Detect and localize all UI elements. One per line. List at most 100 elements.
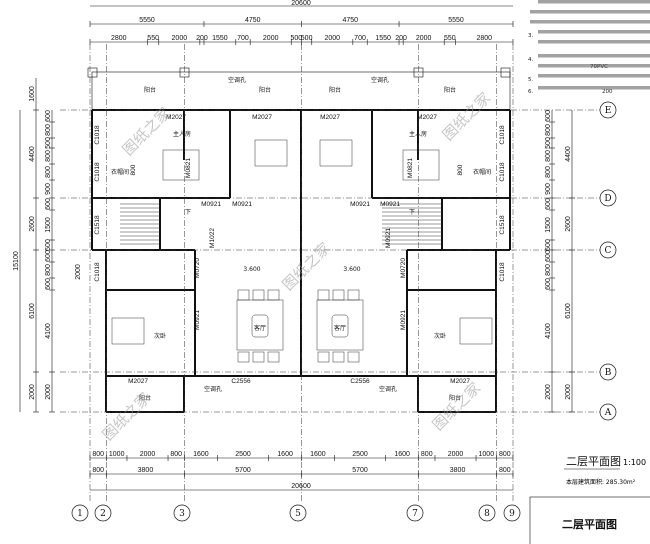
column: [87, 67, 98, 78]
opening-code: M0921: [385, 228, 392, 248]
opening-code: M2027: [252, 114, 272, 121]
opening-code: M2027: [166, 114, 186, 121]
dimension-value: 3800: [450, 467, 466, 474]
room-label-master-bedroom: 主人房: [173, 130, 191, 138]
dimension-value: 900: [545, 183, 552, 195]
dimension-value: 1550: [375, 35, 391, 42]
dimension-value: 4400: [29, 146, 36, 162]
dimension-value: 800: [45, 264, 52, 276]
title-box-label: 二层平面图: [562, 518, 617, 531]
armchair: [332, 289, 345, 301]
room-label-balcony: 阳台: [449, 394, 461, 402]
dimension-value: 800: [45, 166, 52, 178]
opening-code: C2556: [231, 378, 251, 385]
axis-label: 1: [77, 509, 83, 519]
axis-bubble: [599, 403, 617, 421]
dimension-value: 800: [545, 150, 552, 162]
axis-label: A: [604, 408, 612, 418]
axis-bubble: [173, 504, 191, 522]
dimension-value: 2500: [235, 451, 251, 458]
dimension-value: 800: [499, 467, 511, 474]
dimension-value: 1500: [45, 217, 52, 233]
opening-code: C1018: [499, 262, 506, 282]
note-text-line: [538, 54, 650, 58]
opening-code: M0821: [407, 158, 414, 178]
opening-code: M0921: [400, 310, 407, 330]
room-label-balcony: 阳台: [144, 86, 156, 94]
opening-code: M0921: [380, 201, 400, 208]
title-box: [529, 496, 650, 544]
dimension-value: 800: [170, 451, 182, 458]
plan-scale: 1:100: [623, 458, 646, 467]
dimension-value: 600: [45, 250, 52, 262]
dimension-value: 600: [545, 198, 552, 210]
dimension-value: 600: [45, 198, 52, 210]
armchair: [332, 351, 345, 363]
armchair: [347, 289, 360, 301]
dimension-value: 5550: [448, 17, 464, 24]
dimension-value: 800: [45, 124, 52, 136]
opening-code: M2027: [128, 378, 148, 385]
dimension-value: 6100: [29, 303, 36, 319]
axis-bubble: [406, 504, 424, 522]
dimension-value: 600: [545, 250, 552, 262]
note-text-line: [538, 40, 650, 44]
dimension-value: 550: [444, 35, 456, 42]
axis-label: 5: [295, 509, 301, 519]
dimension-value: 800: [421, 451, 433, 458]
watermark: 图纸之家: [279, 239, 334, 294]
dimension-value: 2000: [140, 451, 156, 458]
dimension-value: 4750: [342, 17, 358, 24]
note-text-lines: [530, 0, 650, 90]
dimension-value: 1600: [29, 86, 36, 102]
bed: [111, 317, 145, 345]
room-label-balcony: 阳台: [259, 86, 271, 94]
dimension-value: 2800: [111, 35, 127, 42]
dimension-value: 200: [395, 35, 407, 42]
axis-bubble: [599, 101, 617, 119]
dimension-value: 800: [545, 124, 552, 136]
floor-area: 本层建筑面积: 285.30m²: [566, 478, 636, 486]
note-item: 6.: [528, 89, 533, 95]
opening-code: C1018: [499, 125, 506, 145]
column: [500, 67, 511, 78]
room-label-balcony: 阳台: [444, 86, 456, 94]
room-label-second-bedroom: 次卧: [434, 332, 446, 340]
dimension-value: 6100: [565, 303, 572, 319]
dimension-value: 900: [45, 183, 52, 195]
dimension-value: 800: [499, 451, 511, 458]
dimension-value: 500: [291, 35, 303, 42]
opening-code: C1018: [94, 262, 101, 282]
walls: [87, 67, 511, 413]
dimension-value: 2600: [565, 216, 572, 232]
dimension-value: 1600: [394, 451, 410, 458]
axis-bubble: [599, 241, 617, 259]
axis-bubble: [289, 504, 307, 522]
axis-bubble: [94, 504, 112, 522]
note-text-line: [538, 86, 650, 90]
axis-bubble: [478, 504, 496, 522]
opening-code: 800: [457, 164, 464, 175]
opening-code: M0720: [400, 258, 407, 278]
watermark: 图纸之家: [439, 89, 494, 144]
opening-code: M2027: [417, 114, 437, 121]
ac-hole-label: 空调孔: [379, 385, 397, 393]
dimension-value: 2000: [448, 451, 464, 458]
axis-label: C: [605, 246, 612, 256]
dimension-value: 600: [545, 110, 552, 122]
bed: [162, 149, 200, 181]
bed: [254, 139, 288, 167]
armchair: [237, 351, 250, 363]
dimension-value: 600: [45, 278, 52, 290]
note-fragment: 200: [602, 89, 613, 95]
dimension-value: 4100: [45, 323, 52, 339]
opening-code: M1022: [209, 228, 216, 248]
opening-code: C1518: [499, 215, 506, 235]
opening-code: M0921: [201, 201, 221, 208]
dimension-value: 700: [237, 35, 249, 42]
note-text-line: [538, 64, 650, 68]
stair-down-label: 下: [185, 209, 191, 216]
